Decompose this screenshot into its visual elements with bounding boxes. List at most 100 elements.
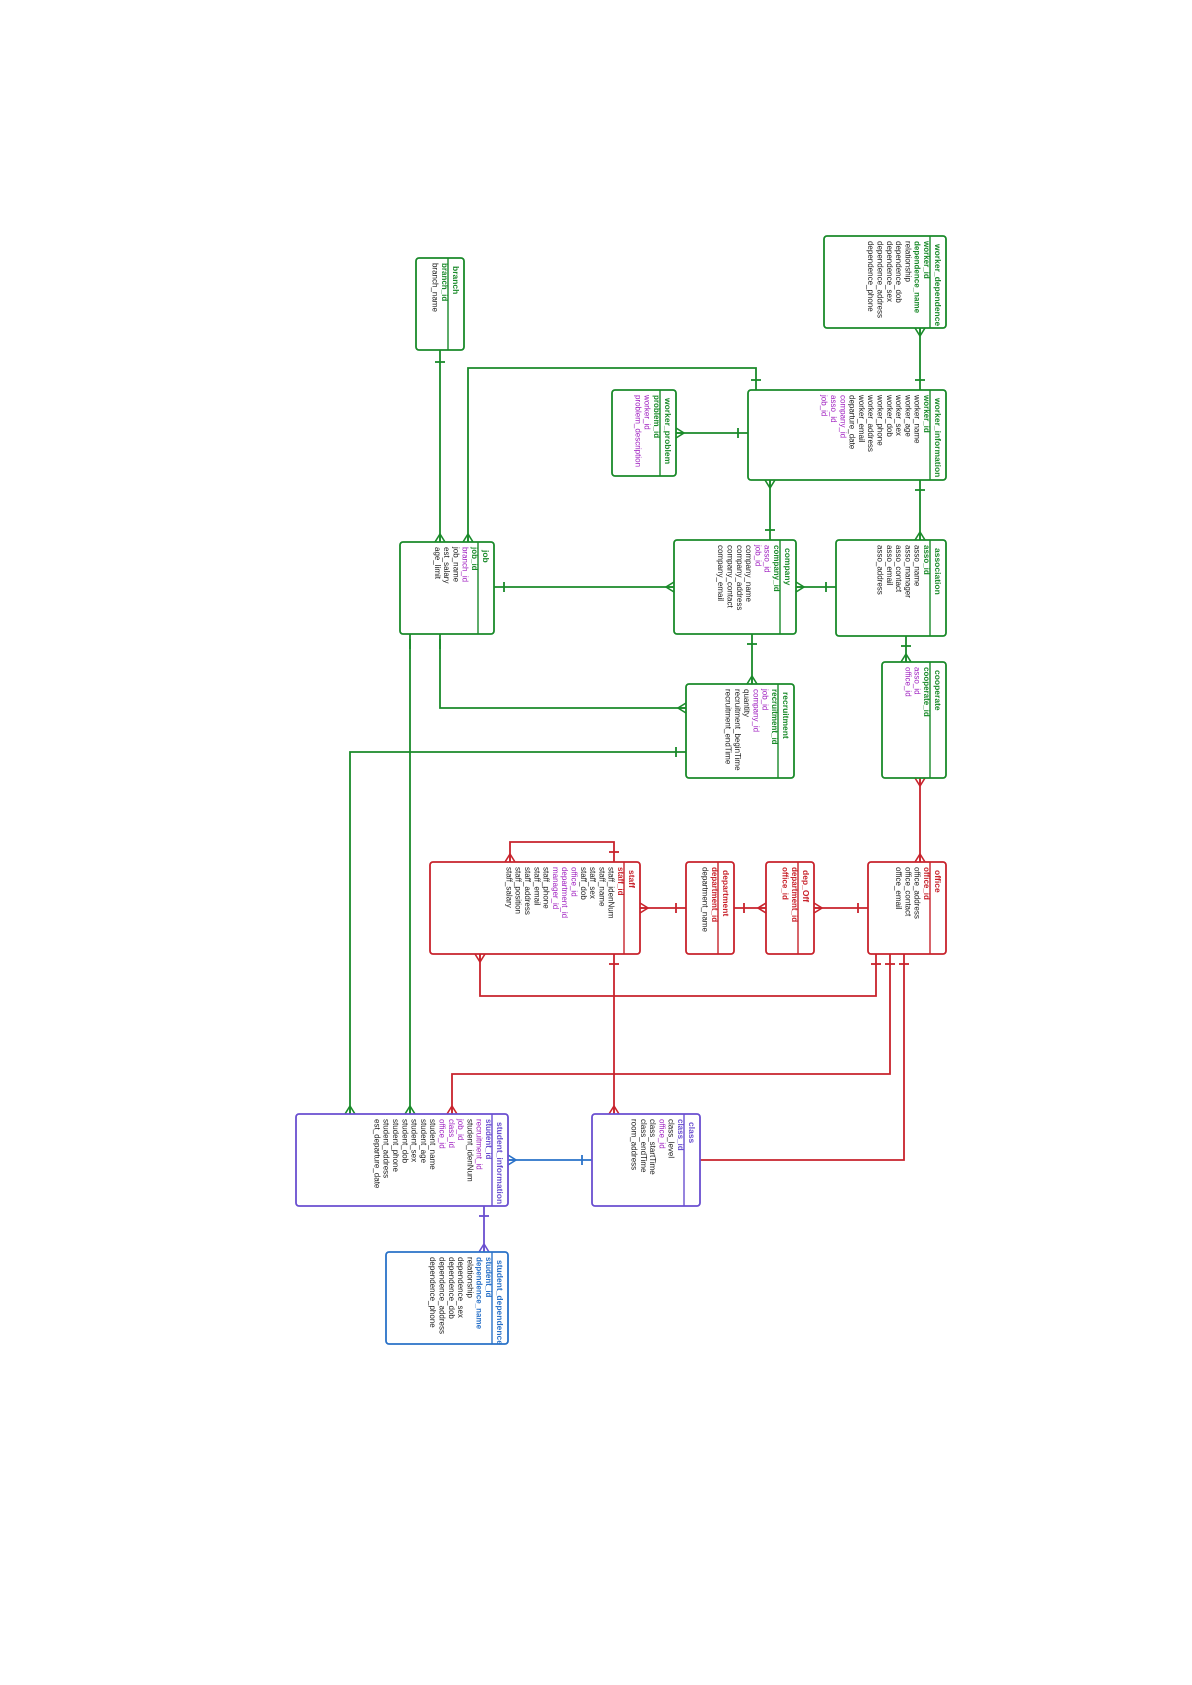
table-title: job — [481, 549, 491, 563]
table-frame — [295, 1113, 509, 1207]
table-title: worker_dependence — [933, 243, 943, 326]
entity-tables: worker_dependenceworker_iddependence_nam… — [295, 235, 947, 1345]
table-field: staff_dob — [579, 867, 588, 900]
table-field: student_id — [484, 1119, 493, 1160]
table-association: associationasso_idasso_nameasso_managera… — [835, 539, 947, 637]
table-field: worker_id — [922, 240, 931, 279]
table-field: worker_dob — [885, 394, 894, 437]
table-field: quantity — [742, 689, 751, 717]
table-field: company_id — [772, 545, 781, 592]
table-field: departure_date — [848, 395, 857, 450]
table-field: branch_name — [431, 263, 440, 312]
table-field: manager_id — [551, 867, 560, 909]
table-title: department — [721, 870, 731, 916]
table-field: department_id — [710, 867, 719, 922]
relationship-line — [451, 954, 891, 1114]
table-field: company_name — [744, 545, 753, 602]
table-field: student_sex — [410, 1119, 419, 1162]
table-field: office_id — [570, 867, 579, 897]
table-frame — [673, 539, 797, 635]
table-field: recruitment_endTime — [724, 689, 733, 765]
table-field: office_email — [894, 867, 903, 910]
table-worker-problem: worker_problemproblem_idworker_idproblem… — [611, 389, 677, 477]
table-field: worker_email — [857, 394, 866, 443]
table-field: class_level — [667, 1119, 676, 1158]
table-field: office_contact — [903, 867, 912, 917]
table-field: job_id — [470, 546, 479, 571]
table-field: office_id — [657, 1119, 666, 1149]
table-field: class_startTime — [648, 1119, 657, 1175]
table-field: job_id — [456, 1118, 465, 1140]
table-title: worker_information — [933, 397, 943, 477]
table-field: student_phone — [391, 1119, 400, 1172]
table-field: office_id — [903, 667, 912, 697]
table-field: dependence_address — [876, 241, 885, 318]
table-title: recruitment — [781, 692, 791, 739]
table-field: company_id — [838, 395, 847, 438]
table-field: dependence_sex — [456, 1257, 465, 1318]
table-field: staff_name — [597, 867, 606, 907]
table-field: staff_sex — [588, 867, 597, 899]
table-field: job_name — [451, 546, 460, 583]
table-field: student_dob — [400, 1119, 409, 1164]
table-field: asso_address — [876, 545, 885, 595]
table-frame — [429, 861, 641, 955]
table-title: company — [783, 548, 793, 586]
table-staff: staffstaff_idstaff_idenNumstaff_namestaf… — [429, 861, 641, 955]
table-frame — [835, 539, 947, 637]
table-title: student_information — [495, 1122, 505, 1204]
table-field: staff_email — [532, 867, 541, 906]
table-class: classclass_idclass_leveloffice_idclass_s… — [591, 1113, 701, 1207]
table-field: branch_id — [440, 263, 449, 301]
table-title: office — [933, 870, 943, 893]
table-field: asso_name — [913, 545, 922, 587]
table-field: asso_id — [829, 395, 838, 423]
table-title: branch — [451, 266, 461, 294]
table-company: companycompany_idasso_idjob_idcompany_na… — [673, 539, 797, 635]
table-field: relationship — [903, 241, 912, 282]
table-field: cooperate_id — [922, 667, 931, 717]
table-field: job_id — [820, 394, 829, 416]
table-frame — [823, 235, 947, 329]
relationship-line — [700, 954, 905, 1161]
table-field: dependence_phone — [428, 1257, 437, 1328]
table-field: asso_id — [763, 545, 772, 573]
table-field: problem_description — [633, 395, 642, 467]
table-field: staff_idenNum — [607, 867, 616, 919]
table-field: student_id — [484, 1257, 493, 1298]
table-field: student_idenNum — [465, 1119, 474, 1182]
table-frame — [765, 861, 815, 955]
table-field: company_email — [716, 545, 725, 601]
table-field: staff_salary — [504, 867, 513, 908]
table-field: dependence_dob — [894, 241, 903, 303]
relationship-lines — [344, 327, 926, 1253]
table-field: office_id — [438, 1119, 447, 1149]
relationship-line — [467, 367, 757, 542]
table-field: dependence_dob — [447, 1257, 456, 1319]
relationship-line — [439, 634, 686, 709]
table-field: office_id — [922, 867, 931, 900]
table-field: relationship — [465, 1257, 474, 1298]
table-field: student_name — [428, 1119, 437, 1170]
table-field: asso_contact — [894, 545, 903, 593]
table-field: class_id — [447, 1119, 456, 1148]
table-field: staff_address — [523, 867, 532, 915]
table-title: class — [687, 1122, 697, 1144]
table-title: cooperate — [933, 670, 943, 711]
table-field: room_address — [630, 1119, 639, 1170]
table-title: worker_problem — [663, 397, 673, 465]
table-field: age_limit — [433, 547, 442, 580]
table-field: recruitment_id — [770, 689, 779, 745]
table-field: class_id — [676, 1119, 685, 1151]
table-title: student_dependence — [495, 1260, 505, 1345]
relationship-line — [509, 841, 615, 862]
table-field: recruitment_beginTime — [733, 689, 742, 771]
table-title: association — [933, 548, 943, 595]
table-field: office_address — [913, 867, 922, 919]
table-frame — [685, 683, 795, 779]
